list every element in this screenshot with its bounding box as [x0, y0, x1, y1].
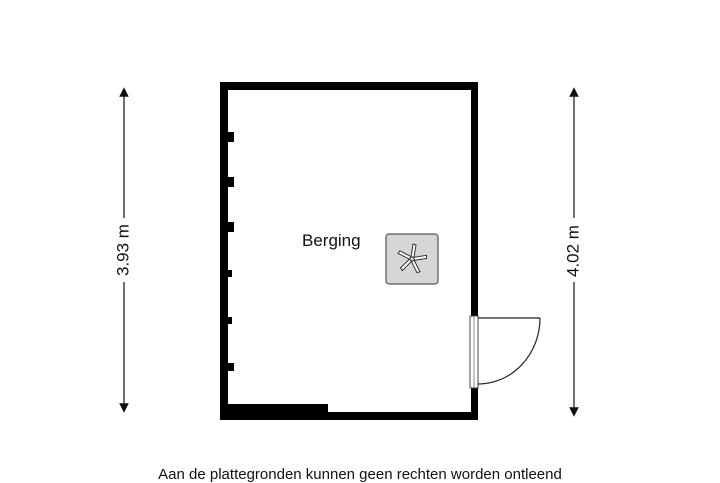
fan-icon: [385, 233, 439, 285]
wall-bottom: [220, 412, 478, 420]
left-dimension: 3.93 m: [113, 87, 132, 413]
door-swing-arc: [477, 317, 541, 385]
wall-right-upper: [471, 82, 478, 316]
door: [469, 315, 541, 389]
left-dimension-label: 3.93 m: [113, 224, 132, 276]
room-walls: [220, 82, 478, 420]
right-dimension: 4.02 m: [563, 87, 582, 417]
wall-pillar: [228, 270, 232, 277]
wall-bottom-thick: [220, 404, 328, 420]
right-dimension-label: 4.02 m: [563, 225, 582, 277]
wall-left: [220, 82, 228, 420]
wall-top: [220, 82, 478, 90]
wall-pillar: [228, 317, 232, 324]
wall-pillar: [228, 222, 234, 232]
wall-right-lower: [471, 388, 478, 420]
wall-pillar: [228, 132, 234, 142]
wall-pillar: [228, 177, 234, 187]
room-label: Berging: [302, 231, 361, 250]
disclaimer-text: Aan de plattegronden kunnen geen rechten…: [158, 466, 562, 483]
wall-pillar: [228, 363, 234, 371]
